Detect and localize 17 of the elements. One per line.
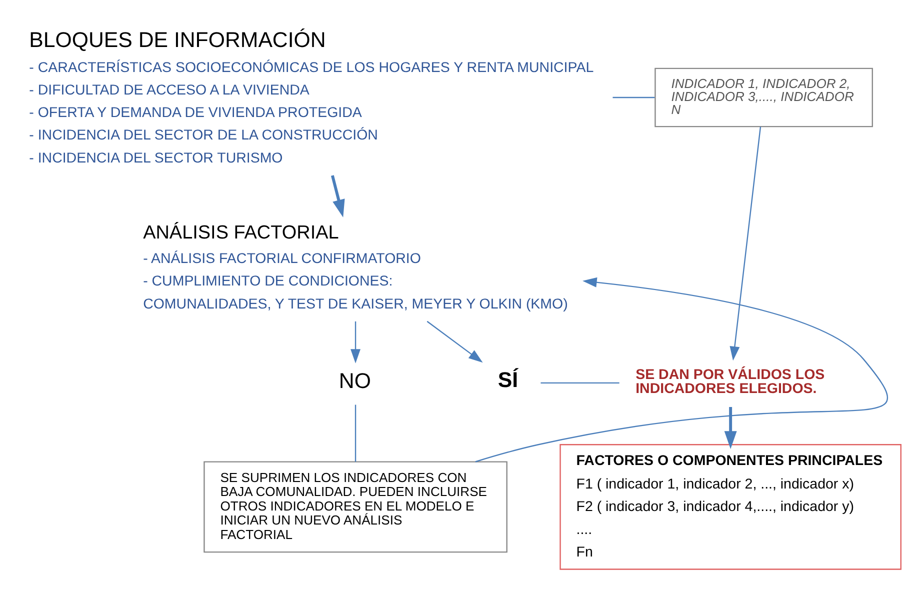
node-text: NO xyxy=(338,369,371,394)
arrow xyxy=(730,126,762,361)
arrow xyxy=(475,277,888,462)
node-text: ANÁLISIS FACTORIAL - ANÁLISIS FACTORIAL CONFIRMATORIO - CUMPLIMIENTO DE CONDICIONES: COMUNALIDADES, Y TEST DE KAISER, MEYER Y OLKIN (KMO) xyxy=(143,222,568,312)
arrow xyxy=(350,321,361,364)
arrow xyxy=(724,407,737,449)
node-text: SÍ xyxy=(498,368,518,392)
arrow xyxy=(330,175,345,218)
node-box: FACTORES O COMPONENTES PRINCIPALES F1 ( indicador 1, indicador 2, ..., indicador x) F2 ( indicador 3, indicador 4,...., indicador y) .... Fn xyxy=(560,444,902,570)
connector xyxy=(354,404,356,462)
node-text: SE DAN POR VÁLIDOS LOS INDICADORES ELEGIDOS. xyxy=(636,366,825,398)
node-text: BLOQUES DE INFORMACIÓN - CARACTERÍSTICAS SOCIOECONÓMICAS DE LOS HOGARES Y RENTA MUNICIPAL - DIFICULTAD DE ACCESO A LA VIVIENDA - OFERTA Y DEMANDA DE VIVIENDA PROTEGIDA - INCIDENCIA DEL SECTOR DE LA CONSTRUCCIÓN - INCIDENCIA DEL SECTOR TURISMO xyxy=(29,28,594,166)
node-box: INDICADOR 1, INDICADOR 2, INDICADOR 3,...., INDICADOR N xyxy=(654,68,873,128)
connector xyxy=(540,382,620,384)
connector xyxy=(612,96,655,98)
arrow xyxy=(426,320,483,363)
node-box: SE SUPRIMEN LOS INDICADORES CON BAJA COMUNALIDAD. PUEDEN INCLUIRSE OTROS INDICADORES EN EL MODELO E INICIAR UN NUEVO ANÁLISIS FACTORIAL xyxy=(204,461,508,553)
